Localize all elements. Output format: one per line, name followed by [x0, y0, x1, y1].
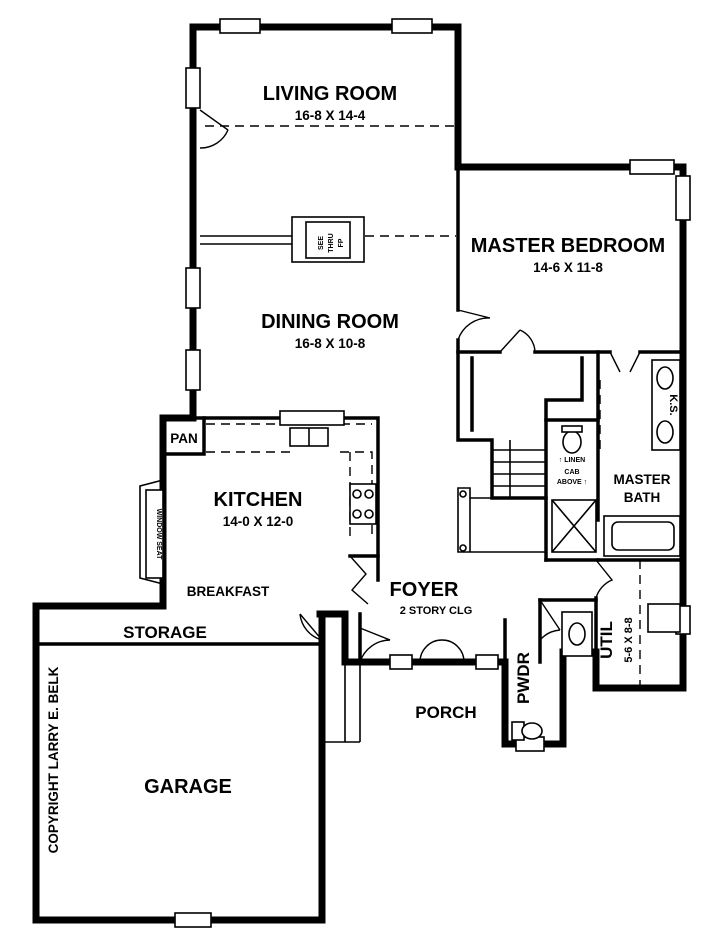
newel-post	[459, 544, 467, 552]
util-label: UTIL	[597, 621, 616, 659]
window	[185, 67, 201, 109]
burner	[352, 509, 362, 519]
dining-room-label: DINING ROOM	[261, 311, 399, 333]
garage-wall	[32, 602, 326, 924]
window	[174, 912, 212, 928]
door-swing	[299, 613, 323, 641]
door-swing	[359, 627, 391, 663]
window	[219, 18, 261, 34]
door-swing	[609, 351, 641, 373]
dining-room-dims: 16-8 X 10-8	[295, 336, 366, 351]
fireplace-label: SEE	[318, 236, 325, 250]
toilet-tank	[561, 425, 583, 433]
door-swing	[499, 329, 536, 353]
door-swing	[539, 599, 561, 641]
burner	[364, 509, 374, 519]
kitchen-label: KITCHEN	[214, 489, 303, 511]
bathtub-inner	[611, 521, 675, 551]
porch-column	[344, 662, 361, 742]
pantry-wall	[161, 416, 206, 456]
master-bedroom-label: MASTER BEDROOM	[471, 235, 665, 257]
foyer-note: 2 STORY CLG	[400, 605, 473, 617]
window	[389, 654, 413, 670]
copyright-label: COPYRIGHT LARRY E. BELK	[46, 666, 61, 853]
foyer-label: FOYER	[390, 579, 459, 601]
door-swing	[349, 555, 369, 605]
pwdr-label: PWDR	[514, 652, 533, 704]
exterior-wall-west	[32, 23, 197, 610]
door-swing	[595, 559, 614, 599]
stair-treads	[492, 440, 546, 498]
kitchen-dims: 14-0 X 12-0	[223, 514, 294, 529]
pantry-label: PAN	[170, 431, 198, 446]
lavatory	[656, 420, 674, 444]
window-seat-bay	[139, 479, 164, 585]
lavatory	[568, 622, 586, 646]
breakfast-label: BREAKFAST	[187, 584, 270, 599]
stair-run	[457, 487, 547, 553]
living-room-dims: 16-8 X 14-4	[295, 108, 366, 123]
util-cabinets	[639, 559, 683, 688]
closet-wall	[544, 356, 584, 562]
window-seat	[145, 489, 164, 579]
fireplace-label: FP	[338, 238, 345, 247]
window	[185, 349, 201, 391]
master-bath-label: MASTER	[614, 472, 671, 487]
window	[391, 18, 433, 34]
fireplace-insert	[305, 221, 351, 259]
porch-label: PORCH	[415, 703, 476, 722]
burner	[352, 489, 362, 499]
master-bedroom-dims: 14-6 X 11-8	[533, 260, 603, 275]
garage-label: GARAGE	[144, 776, 232, 798]
master-bedroom-wall	[456, 338, 502, 354]
util-dims: 5-6 X 8-8	[623, 617, 635, 662]
door-swing	[199, 109, 229, 149]
burner	[364, 489, 374, 499]
cab-label: ABOVE ↑	[557, 479, 587, 486]
fireplace-label: THRU	[328, 233, 335, 252]
toilet	[562, 430, 582, 454]
pwdr-vanity	[561, 611, 593, 657]
window	[629, 159, 675, 175]
window	[279, 410, 345, 426]
master-bath-label: BATH	[624, 490, 661, 505]
storage-label: STORAGE	[123, 623, 207, 642]
front-door-swing	[419, 639, 465, 663]
half-wall	[200, 235, 292, 245]
newel-post	[459, 490, 467, 498]
window	[675, 175, 691, 221]
ks-label: K.S.	[667, 394, 679, 415]
linen-label: ↑ LINEN	[559, 457, 585, 464]
washer-dryer	[647, 603, 681, 633]
lavatory	[656, 366, 674, 390]
door-swing	[457, 309, 491, 341]
shower-x	[551, 499, 597, 553]
window	[185, 267, 201, 309]
toilet-bowl	[521, 722, 543, 740]
cab-label: CAB	[564, 469, 579, 476]
cooktop	[349, 483, 377, 525]
window	[475, 654, 499, 670]
living-room-label: LIVING ROOM	[263, 83, 397, 105]
window-seat-label: WINDOW SEAT	[155, 509, 162, 561]
